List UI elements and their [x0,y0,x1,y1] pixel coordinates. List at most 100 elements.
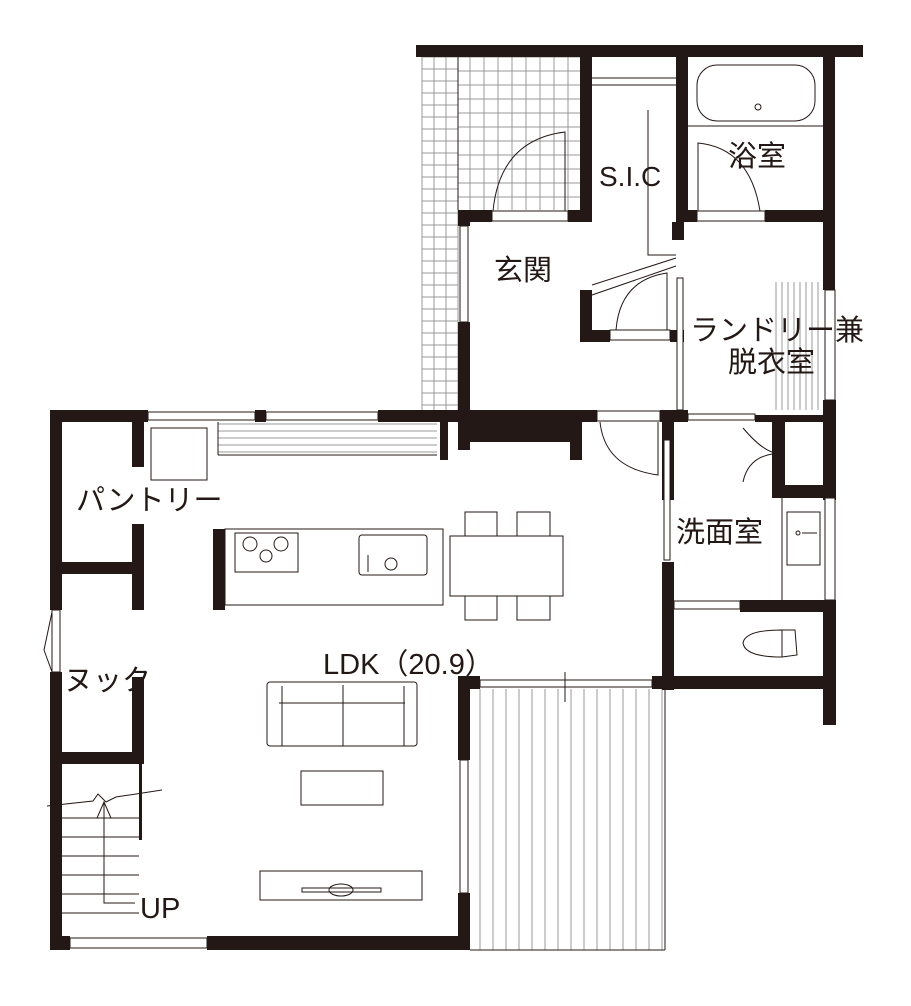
wall [458,422,470,450]
door-frame [696,210,766,222]
burner [259,549,273,563]
window [147,411,256,421]
wall [470,422,582,442]
wall [132,677,144,764]
dining-table [449,535,564,597]
sliding-door [673,600,741,610]
room-label-laundry-line2: 脱衣室 [728,345,815,379]
room-label-nook: ヌック [64,663,151,697]
wall [255,410,266,422]
wall [50,410,148,422]
wall [50,672,62,950]
wall [580,290,592,342]
wall [676,57,688,222]
wall [772,422,785,485]
window [51,609,61,673]
wall [458,893,470,950]
kitchen-counter [224,528,444,606]
tv [301,887,382,893]
dining-chair [516,595,551,621]
stairs-up-label: UP [140,893,180,925]
room-label-genkan: 玄関 [494,253,552,287]
window [459,225,469,323]
wall [580,57,592,222]
wall [378,410,597,422]
wash-basin [786,511,821,566]
wall [570,442,582,460]
wall [50,936,70,950]
wall [765,210,823,222]
openings [43,131,836,949]
wall [772,485,836,498]
closet-door-swing [742,427,773,483]
wall [132,422,144,467]
sofa-cushions [279,685,405,746]
wall [823,600,836,725]
stairs-cut-line [46,789,163,807]
sliding-door [676,277,684,411]
laundry-shelf [775,282,819,410]
toilet [742,629,798,658]
wall [683,210,697,222]
tv-stand [328,883,354,897]
room-label-laundry-line1: ランドリー兼 [690,313,864,347]
tv-board [259,870,423,901]
room-label-pantry: パントリー [76,483,222,517]
burner [273,536,289,552]
wall [50,410,62,610]
room-label-sic: S.I.C [599,161,661,192]
wall [458,322,470,422]
wall [458,210,492,222]
bathtub [696,64,816,122]
wall [568,210,592,222]
wall [652,676,836,689]
wood-deck [470,689,666,951]
wall [740,600,836,612]
stove [234,532,299,573]
wall [139,764,142,840]
wall [440,422,448,460]
room-label-ldk: LDK（20.9） [323,649,494,681]
bay-window [43,611,53,673]
refrigerator [150,427,208,481]
room-labels: 玄関 S.I.C 浴室 ランドリー兼 脱衣室 パントリー ヌック 洗面室 LDK… [64,139,864,925]
entrance-porch-tiles [421,56,580,410]
wall [207,936,470,950]
room-label-washroom: 洗面室 [676,515,763,549]
stairs-up-arrow [96,800,135,904]
wall [458,676,470,760]
sink-drain [384,557,398,571]
sofa [266,681,418,747]
burner [242,536,258,552]
wall [755,415,836,422]
window [459,759,469,894]
sic-door-swing [615,272,668,331]
bath-door-swing [697,142,761,212]
wall [50,752,144,764]
door-frame [491,210,569,222]
door-frame [609,329,671,341]
wall [580,330,610,342]
room-label-bath: 浴室 [728,139,786,173]
wall [458,676,480,689]
wall [662,562,674,690]
dining-chair [464,595,498,621]
fixtures [46,64,823,914]
bath-drain [754,103,762,111]
sink [358,534,428,576]
window [824,497,836,601]
sic-shelf [591,77,677,296]
sliding-door [687,413,756,421]
kitchen-back-counter [217,422,437,456]
wall [823,400,836,500]
wall [416,45,863,57]
wall [660,410,688,422]
dining-chair [464,511,498,537]
wall [823,57,835,290]
wall [672,222,684,240]
coffee-table [300,770,384,806]
ldk-door-swing [599,421,659,476]
sliding-door [479,679,653,688]
wall [458,222,470,226]
